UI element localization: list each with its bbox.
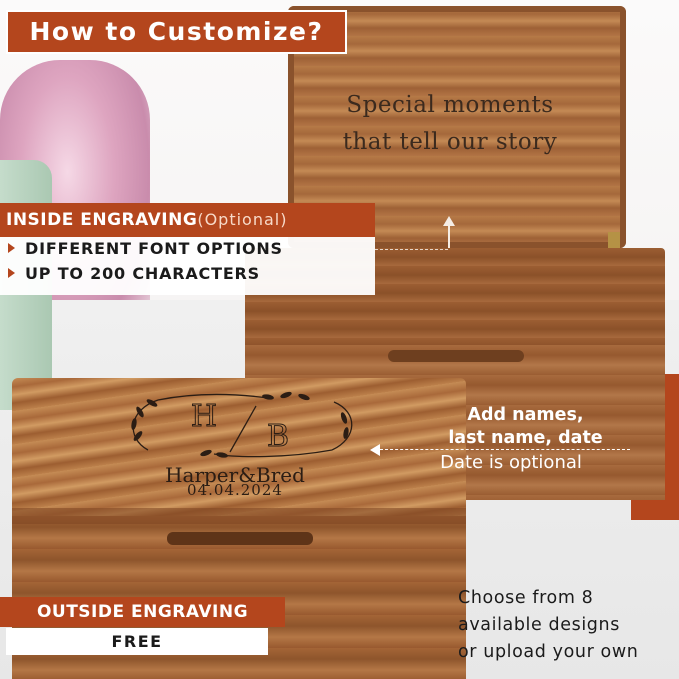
choose-line3: or upload your own xyxy=(458,642,639,662)
arrow-left-icon xyxy=(370,444,380,456)
monogram-right: B xyxy=(267,419,289,454)
inside-engraving-heading: INSIDE ENGRAVING(Optional) xyxy=(6,203,287,237)
outside-engraving-banner xyxy=(0,597,285,627)
closed-box-lid xyxy=(12,378,466,516)
engraved-date: 04.04.2024 xyxy=(187,481,283,499)
closed-box-lid-edge xyxy=(12,508,466,524)
choose-line1: Choose from 8 xyxy=(458,588,594,608)
inside-engraving-optional: (Optional) xyxy=(197,210,288,229)
list-item-font-options: DIFFERENT FONT OPTIONS xyxy=(25,239,283,258)
callout-line1: Add names, xyxy=(467,405,584,425)
callout-line2: last name, date xyxy=(448,428,603,448)
triangle-bullet-icon xyxy=(8,243,15,253)
choose-line2: available designs xyxy=(458,615,620,635)
page-title: How to Customize? xyxy=(29,17,324,46)
choose-designs-text: Choose from 8 available designs or uploa… xyxy=(458,585,679,666)
lid-engraving-line2: that tell our story xyxy=(342,129,558,155)
inside-engraving-banner xyxy=(0,203,375,237)
engraved-names: Harper&Bred xyxy=(165,463,305,487)
callout-date-optional: Date is optional xyxy=(440,452,582,473)
title-banner xyxy=(6,10,347,54)
triangle-bullet-icon xyxy=(8,268,15,278)
callout-text: Add names, last name, date xyxy=(418,404,633,450)
inside-engraving-title: INSIDE ENGRAVING xyxy=(6,210,198,230)
monogram-left: H xyxy=(191,399,217,434)
arrow-stem xyxy=(448,225,450,248)
closed-box-handle xyxy=(167,532,313,545)
lid-engraving-line1: Special moments xyxy=(346,92,554,118)
arrow-up-icon xyxy=(443,216,455,226)
free-label: FREE xyxy=(111,632,163,651)
dashed-connector xyxy=(375,249,448,250)
hinge xyxy=(608,232,620,252)
dashed-connector xyxy=(380,449,630,450)
outside-engraving-heading: OUTSIDE ENGRAVING xyxy=(36,602,249,622)
inside-engraving-list xyxy=(0,237,375,295)
open-box-handle xyxy=(388,350,524,362)
list-item-characters: UP TO 200 CHARACTERS xyxy=(25,264,260,283)
free-badge xyxy=(6,628,268,655)
laurel-wreath-icon: H B xyxy=(131,391,353,458)
